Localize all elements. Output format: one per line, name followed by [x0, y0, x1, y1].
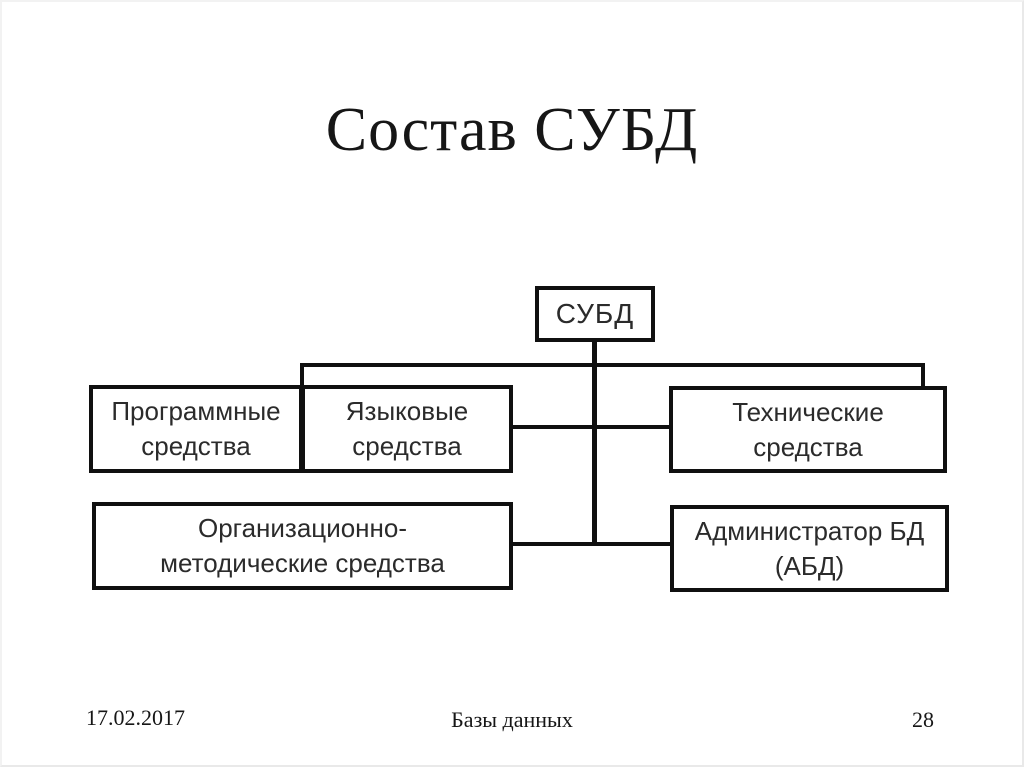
footer-page-number: 28 [912, 707, 934, 732]
connector-stub-row2 [509, 542, 674, 546]
footer-date: 17.02.2017 [86, 705, 185, 730]
node-label-line: Языковые [345, 396, 469, 426]
footer-course-name: Базы данных [451, 707, 573, 732]
node-label-line: методические средства [160, 548, 445, 578]
node-label-line: Администратор БД [694, 515, 925, 546]
slide-title: Состав СУБД [325, 96, 699, 164]
node-language-tools: Языковые средства [301, 385, 513, 473]
node-db-administrator: Администратор БД (АБД) [670, 505, 949, 592]
node-label-line: (АБД) [774, 550, 845, 581]
node-label-line: Организационно- [197, 513, 408, 543]
node-software-tools: Программные средства [89, 385, 303, 473]
connector-main-horizontal [300, 363, 925, 367]
connector-drop-right [921, 363, 925, 390]
node-label-line: Технические [732, 396, 884, 427]
node-organizational-methodical-tools: Организационно- методические средства [92, 502, 513, 590]
node-label-line: средства [352, 431, 462, 461]
node-label-line: средства [753, 431, 863, 462]
connector-root-vertical [592, 338, 597, 546]
node-label-line: средства [141, 431, 251, 461]
connector-stub-row1 [509, 425, 673, 429]
connector-drop-left [300, 363, 304, 389]
node-subd-label: СУБД [555, 298, 635, 329]
node-label-line: Программные [111, 396, 281, 426]
node-technical-tools: Технические средства [669, 386, 947, 473]
node-subd-root: СУБД [535, 286, 655, 342]
